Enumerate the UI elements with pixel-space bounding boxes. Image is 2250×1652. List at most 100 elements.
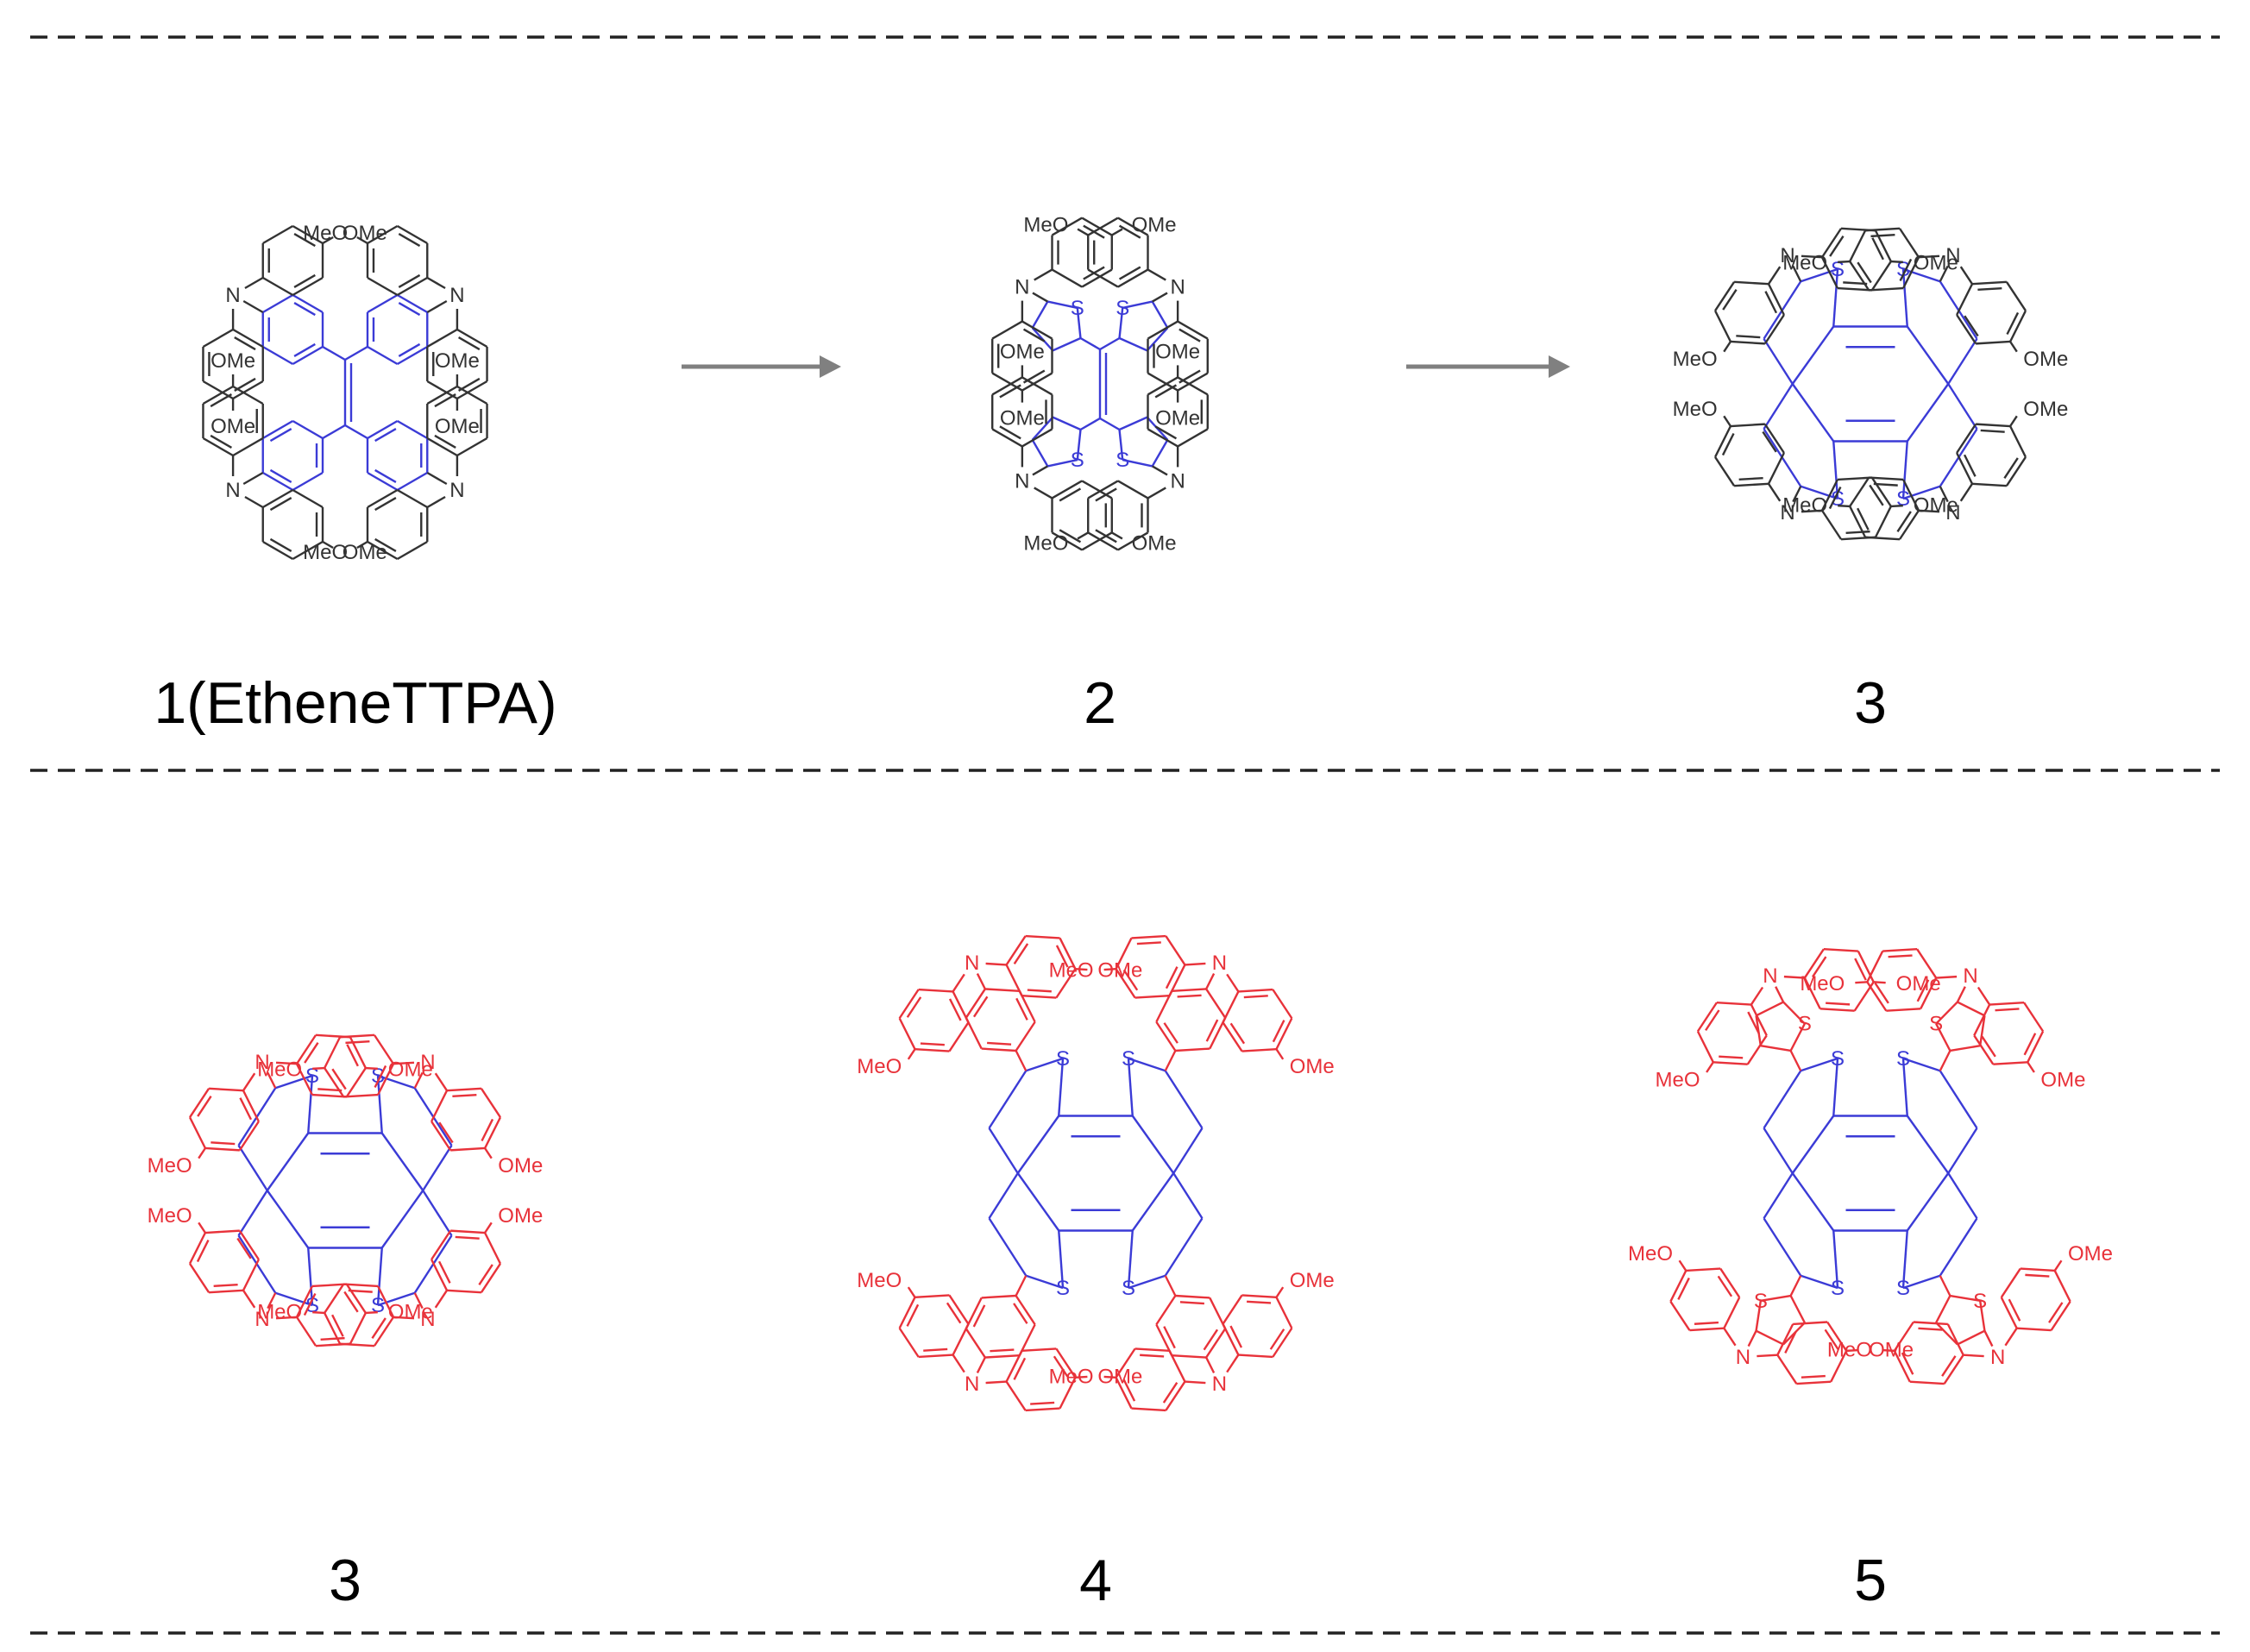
ring-bond [292, 276, 324, 297]
ring-bond [2005, 281, 2027, 311]
ring-bond [232, 328, 264, 349]
ring-double-bond [234, 336, 256, 351]
bond [242, 471, 264, 486]
bond [2009, 415, 2018, 427]
ring-bond [1241, 1294, 1277, 1299]
core-bond [1832, 441, 1839, 499]
bond [1792, 265, 1802, 282]
ring-bond [1898, 510, 1920, 540]
ring-bond [1837, 476, 1872, 481]
ring-bond [1118, 307, 1124, 339]
methoxy-label: MeO [857, 1269, 902, 1292]
sulfur-label: S [1071, 297, 1084, 320]
ring-bond [1943, 1354, 1964, 1385]
core-bond [1763, 1128, 1794, 1174]
ring-bond [1087, 480, 1119, 499]
ring-bond [295, 1316, 317, 1347]
sulfur-label: S [1056, 1047, 1070, 1071]
ring-bond [189, 1263, 211, 1293]
sulfur-label: S [1896, 258, 1910, 281]
ring-bond [292, 419, 324, 440]
core-bond [422, 1145, 453, 1191]
ring-double-bond [269, 497, 292, 512]
bond [1275, 1286, 1285, 1298]
ring-bond [1916, 948, 1938, 979]
ring-bond [2016, 1327, 2052, 1332]
bond [322, 236, 334, 245]
ring-bond [292, 488, 324, 509]
ring-double-bond [1719, 1055, 1744, 1059]
ring-bond [262, 293, 293, 314]
ring-bond [1147, 428, 1178, 448]
ring-double-bond [1272, 1020, 1285, 1043]
bond [1959, 266, 1973, 285]
ring-bond [1165, 935, 1186, 966]
core-bond [376, 1075, 383, 1134]
methoxy-label: OMe [1000, 340, 1045, 363]
nitrogen-label: N [449, 284, 464, 307]
core-bond [1763, 1172, 1794, 1219]
ring-bond [343, 1283, 379, 1288]
ring-bond [1005, 1380, 1027, 1411]
ring-double-bond [1826, 1002, 1851, 1006]
ring-double-bond [269, 468, 292, 483]
ring-bond [1052, 336, 1081, 352]
ring-bond [2009, 310, 2027, 342]
bond [1977, 986, 1991, 1006]
ring-double-bond [1901, 1352, 1914, 1375]
core-bond [988, 1172, 1019, 1219]
ring-double-bond [434, 434, 456, 449]
methoxy-label: MeO [1628, 1242, 1673, 1266]
core-bond [1906, 1115, 1950, 1174]
ring-bond [2020, 1267, 2055, 1272]
compound-label-3: 3 [1854, 670, 1887, 736]
ring-bond [1015, 1295, 1036, 1326]
ring-bond [1993, 1061, 2028, 1065]
sulfur-label: S [371, 1065, 385, 1088]
ring-bond [1819, 1008, 1855, 1012]
ring-bond [1976, 423, 2011, 428]
ring-double-bond [1899, 258, 1913, 282]
sulfur-label: S [1929, 1013, 1943, 1036]
ring-double-bond [1784, 1330, 1797, 1354]
ring-double-bond [1154, 425, 1178, 440]
ring-bond [397, 540, 428, 561]
ring-double-bond [920, 1042, 945, 1046]
methoxy-label: MeO [1673, 348, 1718, 371]
ring-bond [1956, 283, 1974, 316]
ring-double-bond [1995, 1008, 2020, 1012]
bond [1079, 417, 1101, 431]
ring-bond [2005, 456, 2027, 487]
ring-bond [1021, 1347, 1057, 1352]
bond [242, 299, 264, 314]
ring-bond [1025, 1407, 1060, 1412]
ring-bond [1177, 372, 1209, 392]
ring-bond [431, 1259, 449, 1291]
ring-bond [262, 276, 293, 297]
bond [1846, 1348, 1859, 1353]
ring-bond [1131, 1407, 1166, 1412]
ring-bond [1789, 1295, 1806, 1323]
compound-label-1: 1(EtheneTTPA) [154, 670, 556, 736]
methoxy-label: OMe [1290, 1055, 1335, 1078]
ring-double-bond [1888, 954, 1913, 958]
ring-bond [898, 989, 920, 1020]
core-bond [1947, 338, 1978, 385]
ring-double-bond [452, 1093, 477, 1098]
bond [356, 236, 368, 245]
core-bond [237, 1190, 268, 1236]
bond [434, 1072, 448, 1091]
ring-bond [1935, 1001, 1958, 1025]
ring-bond [1971, 280, 2007, 286]
ring-bond [2053, 1270, 2071, 1303]
sulfur-label: S [305, 1065, 319, 1088]
ring-double-bond [320, 1336, 345, 1341]
ring-bond [1760, 1294, 1791, 1302]
bond [322, 424, 346, 440]
bond [434, 1290, 448, 1309]
ring-bond [456, 380, 488, 400]
bond [907, 1048, 916, 1060]
ring-double-bond [1118, 266, 1141, 280]
